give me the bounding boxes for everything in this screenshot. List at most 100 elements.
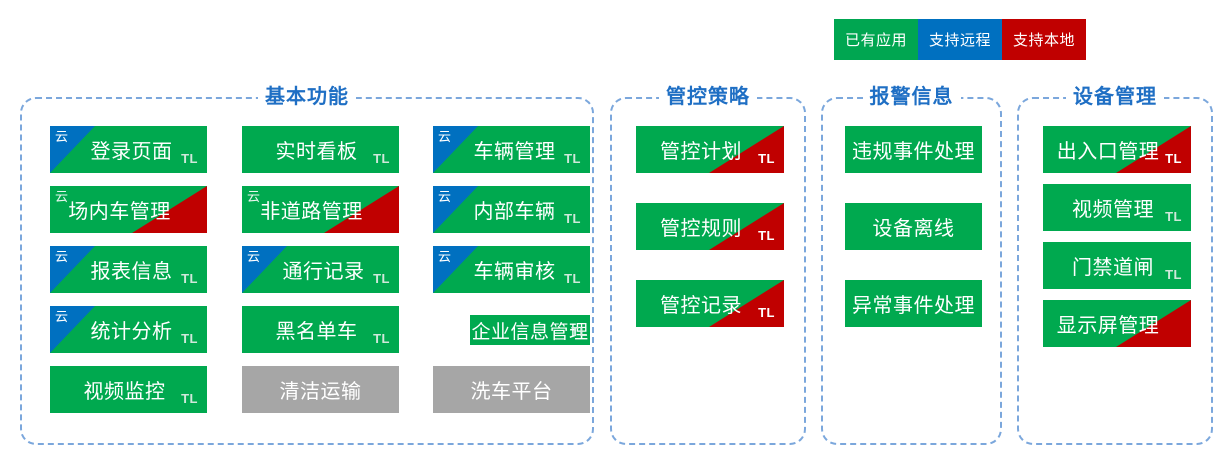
feature-card-label: 门禁道闸 bbox=[1072, 257, 1154, 279]
panel-title: 设备管理 bbox=[1066, 84, 1164, 110]
local-support-triangle-icon bbox=[709, 126, 784, 173]
tl-badge: TL bbox=[181, 151, 198, 166]
legend: 已有应用 支持远程 支持本地 bbox=[834, 19, 1086, 60]
feature-card-label: 清洁运输 bbox=[279, 381, 362, 403]
feature-card[interactable]: 异常事件处理 bbox=[845, 280, 982, 327]
feature-card[interactable]: 云场内车管理 bbox=[50, 186, 207, 233]
remote-support-triangle-icon bbox=[433, 186, 478, 233]
feature-card[interactable]: 云车辆审核 TL bbox=[433, 246, 590, 293]
feature-card-label: 统计分析 bbox=[90, 321, 173, 343]
feature-card-label: 车辆管理 bbox=[473, 141, 556, 163]
feature-card-label: 黑名单车 bbox=[275, 321, 358, 343]
local-support-triangle-icon bbox=[709, 203, 784, 250]
feature-card[interactable]: 清洁运输 bbox=[242, 366, 399, 413]
cloud-badge-icon: 云 bbox=[438, 249, 452, 264]
panel-body: 管控计划 TL 管控规则 TL 管控记录 TL bbox=[612, 99, 804, 443]
tl-badge: TL bbox=[758, 151, 775, 166]
tl-badge: TL bbox=[564, 151, 581, 166]
tl-badge: TL bbox=[1165, 209, 1182, 224]
panel-title: 管控策略 bbox=[659, 84, 757, 110]
feature-card-label: 洗车平台 bbox=[470, 381, 553, 403]
tl-badge: TL bbox=[373, 271, 390, 286]
feature-card-label: 场内车管理 bbox=[68, 201, 171, 223]
panel-body: 违规事件处理设备离线异常事件处理 bbox=[823, 99, 1000, 443]
feature-card[interactable]: 管控记录 TL bbox=[636, 280, 784, 327]
legend-item-label: 支持本地 bbox=[1012, 32, 1075, 49]
local-support-triangle-icon bbox=[132, 186, 207, 233]
feature-card-label: 登录页面 bbox=[90, 141, 173, 163]
feature-card-label: 显示屏管理 bbox=[1056, 315, 1160, 337]
tl-badge: TL bbox=[373, 331, 390, 346]
feature-card[interactable]: 违规事件处理 bbox=[845, 126, 982, 173]
feature-card[interactable]: 洗车平台 bbox=[433, 366, 590, 413]
feature-card[interactable]: 管控计划 TL bbox=[636, 126, 784, 173]
panel-alarm-info: 报警信息违规事件处理设备离线异常事件处理 bbox=[821, 84, 1002, 445]
feature-card-label: 异常事件处理 bbox=[852, 295, 975, 317]
legend-existing-app[interactable]: 已有应用 bbox=[834, 19, 918, 60]
tl-badge: TL bbox=[758, 305, 775, 320]
feature-card[interactable]: 设备离线 bbox=[845, 203, 982, 250]
tl-badge: TL bbox=[181, 271, 198, 286]
local-support-triangle-icon bbox=[324, 186, 399, 233]
feature-card[interactable]: 门禁道闸 TL bbox=[1043, 242, 1191, 289]
feature-card-label: 实时看板 bbox=[275, 141, 358, 163]
feature-card-label: 视频管理 bbox=[1072, 199, 1154, 221]
feature-card[interactable]: 黑名单车 TL bbox=[242, 306, 399, 353]
feature-card-label: 企业信息管理 bbox=[471, 321, 589, 343]
cloud-badge-icon: 云 bbox=[438, 189, 452, 204]
cloud-badge-icon: 云 bbox=[55, 189, 69, 204]
feature-card-label: 车辆审核 bbox=[473, 261, 556, 283]
local-support-triangle-icon bbox=[1116, 126, 1191, 173]
remote-support-triangle-icon bbox=[433, 126, 478, 173]
tl-badge: TL bbox=[1165, 151, 1182, 166]
remote-support-triangle-icon bbox=[242, 246, 287, 293]
remote-support-triangle-icon bbox=[50, 126, 95, 173]
tl-badge: TL bbox=[758, 228, 775, 243]
cloud-badge-icon: 云 bbox=[55, 249, 69, 264]
tl-badge: TL bbox=[181, 331, 198, 346]
tl-badge: TL bbox=[564, 271, 581, 286]
remote-support-triangle-icon bbox=[433, 246, 478, 293]
feature-card-label: 报表信息 bbox=[90, 261, 173, 283]
cloud-badge-icon: 云 bbox=[55, 309, 69, 324]
remote-support-triangle-icon bbox=[50, 306, 95, 353]
feature-card-label: 内部车辆 bbox=[473, 201, 556, 223]
panel-control-strategy: 管控策略管控计划 TL 管控规则 TL 管控记录 TL bbox=[610, 84, 806, 445]
feature-card[interactable]: 云统计分析 TL bbox=[50, 306, 207, 353]
feature-card-label: 设备离线 bbox=[872, 218, 955, 240]
panel-title: 报警信息 bbox=[862, 84, 961, 110]
feature-card-label: 违规事件处理 bbox=[852, 141, 975, 163]
legend-item-label: 支持远程 bbox=[928, 32, 991, 49]
feature-card[interactable]: 云非道路管理 bbox=[242, 186, 399, 233]
feature-card-label: 视频监控 bbox=[83, 381, 166, 403]
tl-badge: TL bbox=[571, 324, 588, 339]
feature-card-label: 非道路管理 bbox=[260, 201, 363, 223]
legend-item-label: 已有应用 bbox=[844, 32, 907, 49]
local-support-triangle-icon bbox=[709, 280, 784, 327]
feature-card[interactable]: 视频管理 TL bbox=[1043, 184, 1191, 231]
feature-card[interactable]: 云报表信息 TL bbox=[50, 246, 207, 293]
feature-card-label: 管控规则 bbox=[660, 218, 742, 240]
local-support-triangle-icon bbox=[1116, 300, 1191, 347]
feature-card-label: 管控记录 bbox=[660, 295, 742, 317]
feature-card-label: 管控计划 bbox=[660, 141, 742, 163]
cloud-badge-icon: 云 bbox=[55, 129, 69, 144]
feature-card[interactable]: 显示屏管理 bbox=[1043, 300, 1191, 347]
legend-supports-local[interactable]: 支持本地 bbox=[1002, 19, 1086, 60]
remote-support-triangle-icon bbox=[50, 246, 95, 293]
feature-card[interactable]: 管控规则 TL bbox=[636, 203, 784, 250]
feature-card[interactable]: 云登录页面 TL bbox=[50, 126, 207, 173]
tl-badge: TL bbox=[1165, 267, 1182, 282]
feature-card-label: 通行记录 bbox=[282, 261, 365, 283]
legend-supports-remote[interactable]: 支持远程 bbox=[918, 19, 1002, 60]
